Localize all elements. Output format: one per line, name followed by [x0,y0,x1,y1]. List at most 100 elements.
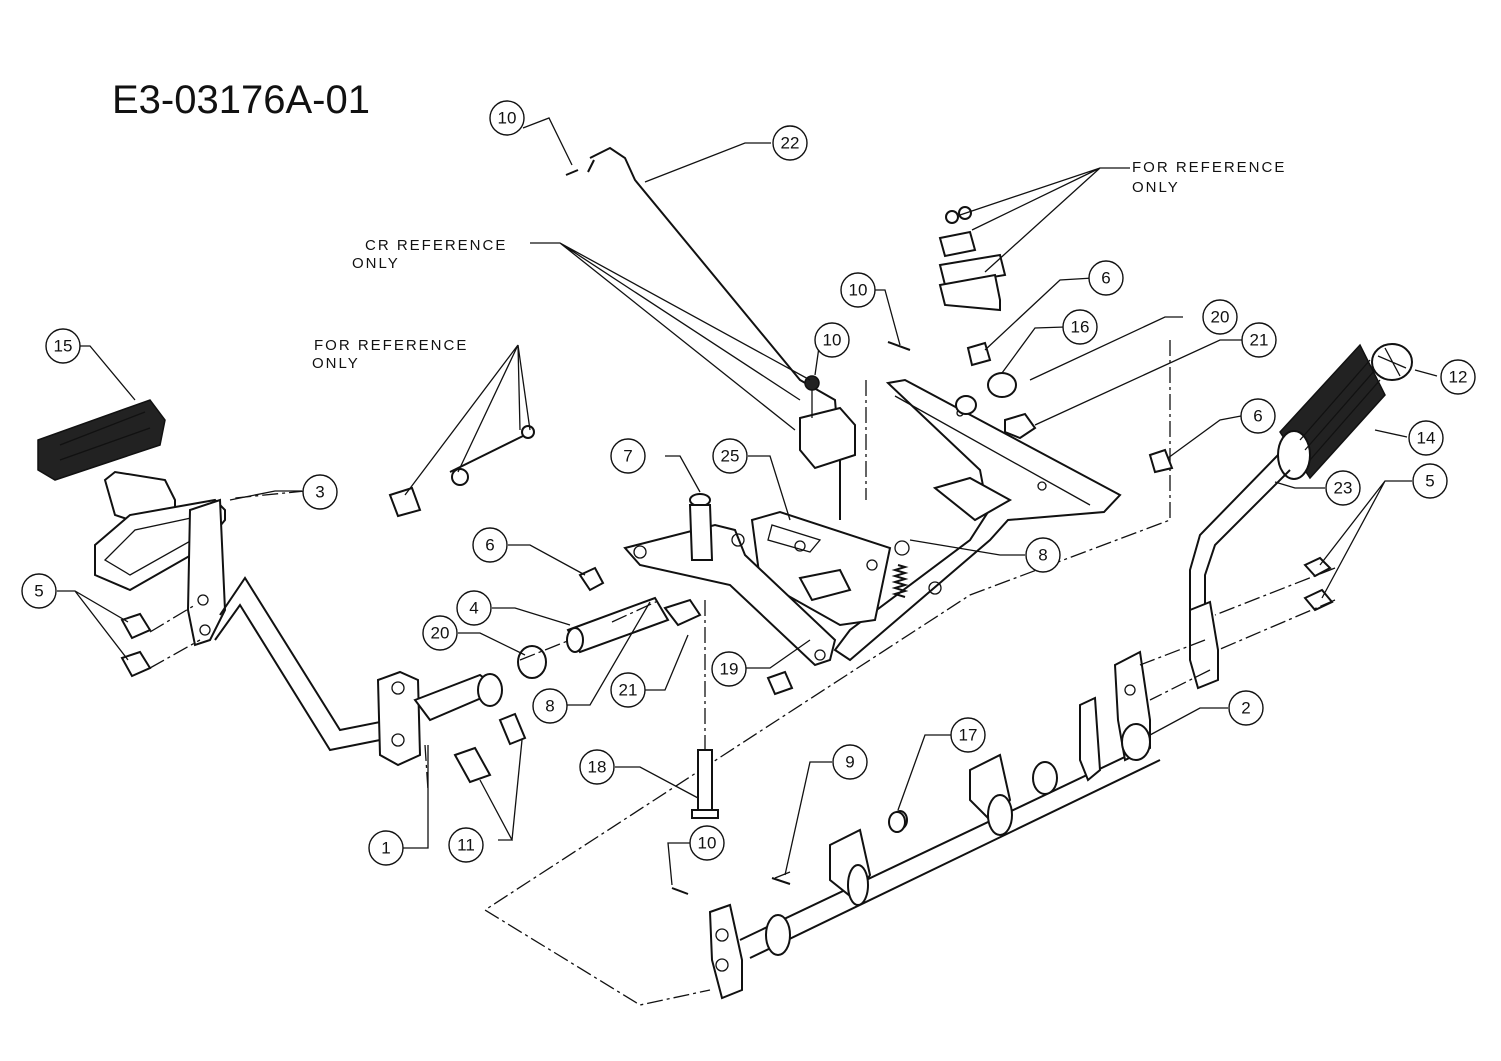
pedal-shaft [376,670,503,767]
note-top-right-line1: FOR REFERENCE [1132,159,1286,176]
callout-bubble: 14 [1408,420,1444,456]
reference-notes: FOR REFERENCE ONLY CR REFERENCE ONLY FOR… [312,159,1286,372]
note-top-right-line2: ONLY [1132,179,1180,196]
hand-lever-plate [1189,600,1219,690]
callout-bubble: 8 [532,688,568,724]
callout-label: 20 [431,624,450,643]
pivot-pin [691,600,719,819]
assembly-boundary-line [483,340,1171,1006]
callout-label: 3 [315,483,324,502]
callout-bubble: 10 [840,272,876,308]
callout-bubble: 4 [456,590,492,626]
callout-bubble: 21 [610,672,646,708]
callout-label: 5 [1425,472,1434,491]
callout-label: 6 [1253,407,1262,426]
pin-top [688,493,714,561]
callout-label: 10 [498,109,517,128]
callout-bubble: 17 [950,717,986,753]
callout-label: 10 [698,834,717,853]
callout-label: 1 [381,839,390,858]
callout-bubble: 19 [711,651,747,687]
callout-label: 9 [845,753,854,772]
callout-label: 15 [54,337,73,356]
callout-bubble: 9 [832,744,868,780]
shaft [517,596,702,679]
roll-pins [453,712,527,784]
reference-hardware-left [388,425,535,518]
callout-label: 16 [1071,318,1090,337]
note-top-center-line1: CR REFERENCE [365,237,507,254]
callout-bubbles: 10 22 10 10 6 16 20 21 12 15 6 14 3 7 25… [21,100,1476,866]
callout-label: 10 [823,331,842,350]
callout-bubble: 23 [1325,470,1361,506]
note-left-line1: FOR REFERENCE [314,337,468,354]
callout-label: 4 [469,599,478,618]
callout-label: 21 [1250,331,1269,350]
callout-label: 23 [1334,479,1353,498]
callout-label: 11 [457,836,475,855]
callout-label: 5 [34,582,43,601]
bolts-right [1303,556,1334,612]
callout-bubble: 10 [489,100,525,136]
callout-bubble: 12 [1440,359,1476,395]
lower-cross-shaft [708,650,1161,1000]
knob [1371,343,1413,381]
callout-label: 17 [959,726,978,745]
callout-bubble: 3 [302,474,338,510]
callout-bubble: 5 [21,573,57,609]
bolts-left [120,612,152,678]
callout-label: 20 [1211,308,1230,327]
pivot-bracket [623,510,892,667]
callout-label: 22 [781,134,800,153]
callout-bubble: 18 [579,749,615,785]
washer [888,811,906,833]
callout-label: 21 [619,681,638,700]
callout-bubble: 6 [1088,260,1124,296]
callout-bubble: 2 [1228,690,1264,726]
callout-bubble: 6 [1240,398,1276,434]
callout-bubble: 10 [814,322,850,358]
bushing-set-top [955,341,1174,474]
callout-label: 12 [1449,368,1468,387]
callout-bubble: 21 [1241,322,1277,358]
callout-label: 18 [588,758,607,777]
callout-label: 14 [1417,429,1436,448]
grip [1277,343,1386,480]
callout-bubble: 25 [712,438,748,474]
callout-label: 6 [1101,269,1110,288]
callout-label: 19 [720,660,739,679]
callout-bubble: 6 [472,527,508,563]
callout-bubble: 10 [689,825,725,861]
note-left-line2: ONLY [312,355,360,372]
diagram-id: E3-03176A-01 [112,78,370,122]
callout-label: 8 [545,697,554,716]
frame-plate [833,378,1122,662]
brake-pedal [94,470,391,752]
cotter-pins [565,169,911,895]
callout-label: 7 [623,447,632,466]
callout-label: 2 [1241,699,1250,718]
callout-label: 6 [485,536,494,555]
callout-bubble: 5 [1412,463,1448,499]
callout-bubble: 7 [610,438,646,474]
callout-bubble: 15 [45,328,81,364]
callout-label: 10 [849,281,868,300]
bolt-left [578,566,794,696]
callout-bubble: 16 [1062,309,1098,345]
callout-bubble: 1 [368,830,404,866]
spring [891,540,910,598]
rod-bracket [799,375,856,470]
callout-label: 8 [1038,546,1047,565]
callout-bubble: 20 [1202,299,1238,335]
note-top-center-line2: ONLY [352,255,400,272]
pedal-pad [37,399,166,481]
callout-bubble: 8 [1025,537,1061,573]
callout-bubble: 20 [422,615,458,651]
leader-lines [57,117,1438,886]
callout-bubble: 22 [772,125,808,161]
reference-hardware-top-right [938,206,1007,312]
callout-bubble: 11 [448,827,484,863]
callout-label: 25 [721,447,740,466]
